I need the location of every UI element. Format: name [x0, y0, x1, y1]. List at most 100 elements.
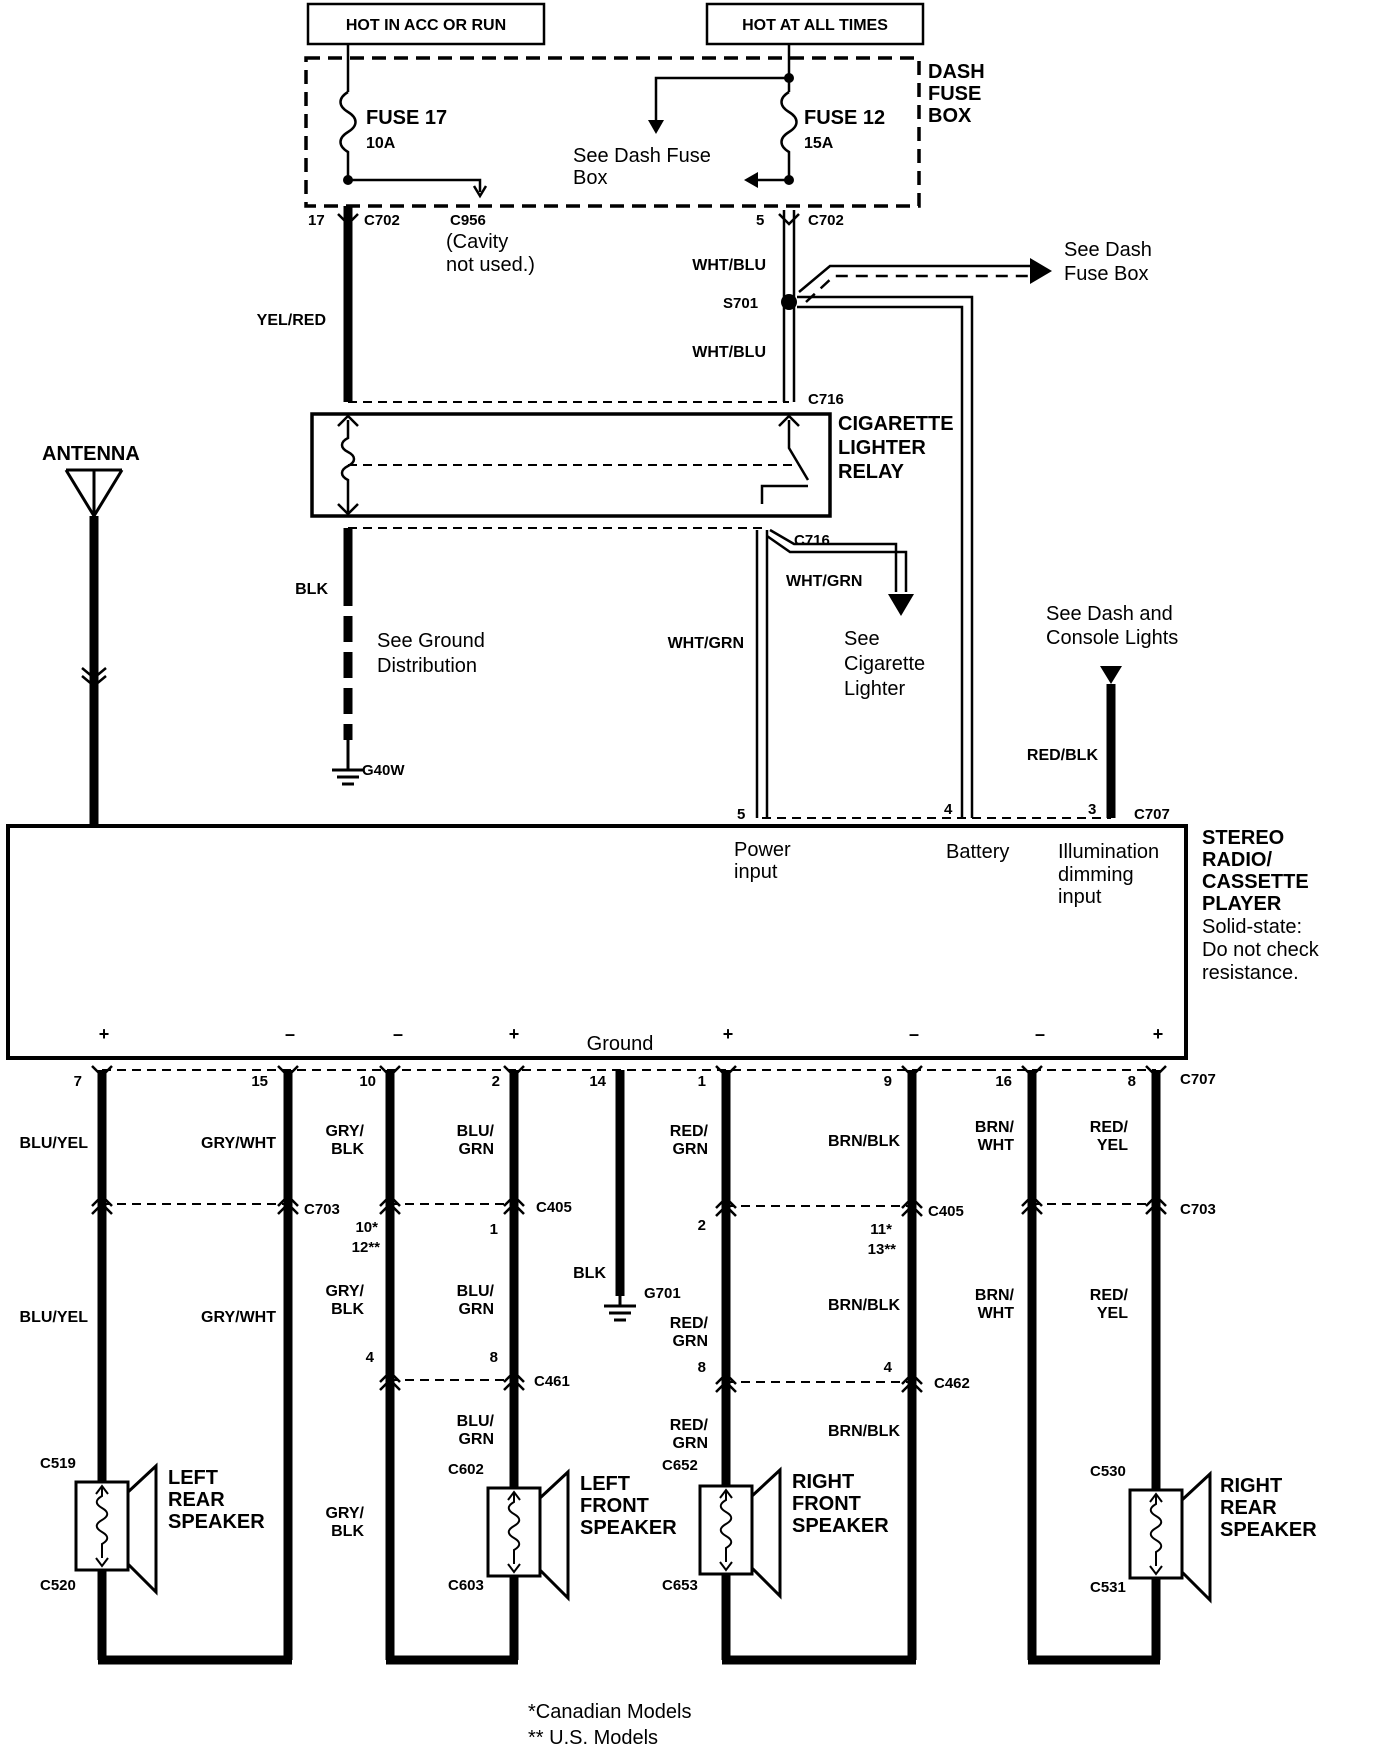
- battery-label: Battery: [946, 841, 1009, 863]
- pin-13: 13**: [868, 1241, 897, 1258]
- c703-right: C703: [1180, 1201, 1216, 1218]
- wire-blu-yel-2: BLU/YEL: [20, 1309, 89, 1326]
- wire-red-grn-2b: GRN: [672, 1333, 708, 1350]
- radio-bottom-pin: 16: [995, 1073, 1012, 1090]
- fuse17-symbol: [339, 90, 357, 182]
- radio-bottom-pin: 9: [884, 1073, 892, 1090]
- see-dash-console-2: Console Lights: [1046, 627, 1178, 649]
- wire-wht-grn-cig: [766, 528, 908, 592]
- ground-g40w-symbol: [332, 740, 364, 786]
- pin-8b: 8: [698, 1359, 706, 1376]
- illum-3: input: [1058, 886, 1102, 908]
- wire-blu-grn-2b: GRN: [458, 1301, 494, 1318]
- antenna-label: ANTENNA: [42, 443, 140, 465]
- polarity-mark: +: [1153, 1024, 1164, 1044]
- speaker-name: SPEAKER: [580, 1517, 677, 1539]
- dash-fuse-box-title-1: DASH: [928, 61, 985, 83]
- wire-blk-g701-label: BLK: [573, 1265, 606, 1282]
- speaker-name: REAR: [1220, 1497, 1277, 1519]
- radio-note-3: resistance.: [1202, 962, 1299, 984]
- see-dash-fuse-box-inner-2: Box: [573, 167, 607, 189]
- cavity-note-1: (Cavity: [446, 231, 508, 253]
- radio-bottom-pin: 15: [251, 1073, 268, 1090]
- polarity-mark: –: [285, 1024, 295, 1044]
- pin-2: 2: [698, 1217, 706, 1234]
- c956-label: C956: [450, 212, 486, 229]
- speaker-name: SPEAKER: [1220, 1519, 1317, 1541]
- wire-blu-grn-1b: GRN: [458, 1141, 494, 1158]
- speaker-name: FRONT: [792, 1493, 861, 1515]
- antenna-symbol: [64, 468, 124, 517]
- polarity-marks: +––++––+: [99, 1024, 1164, 1044]
- polarity-mark: +: [509, 1024, 520, 1044]
- g40w-label: G40W: [362, 762, 405, 779]
- wire-brn-blk-2: BRN/BLK: [828, 1297, 900, 1314]
- radio-pin-4: 4: [944, 801, 953, 818]
- speaker-top-connector: C530: [1090, 1463, 1126, 1480]
- radio-note-2: Do not check: [1202, 939, 1320, 961]
- radio-pin-5: 5: [737, 806, 745, 823]
- relay-title-3: RELAY: [838, 461, 905, 483]
- see-cig-3: Lighter: [844, 678, 905, 700]
- c702-right: C702: [808, 212, 844, 229]
- radio-bottom-pin: 14: [589, 1073, 606, 1090]
- radio-bottom-pin: 8: [1128, 1073, 1136, 1090]
- wire-gry-blk-2a: GRY/: [325, 1283, 364, 1300]
- wire-red-grn-1b: GRN: [672, 1141, 708, 1158]
- hot-acc-run-label: HOT IN ACC OR RUN: [346, 17, 506, 34]
- speaker-wires: [91, 1065, 1167, 1665]
- s701-label: S701: [723, 295, 758, 312]
- c716-bottom: C716: [794, 532, 830, 549]
- wire-gry-wht-2: GRY/WHT: [201, 1309, 276, 1326]
- wire-red-grn-1a: RED/: [670, 1123, 709, 1140]
- speaker: [1128, 1470, 1212, 1604]
- hot-all-times-label: HOT AT ALL TIMES: [742, 17, 888, 34]
- power-input-1: Power: [734, 839, 791, 861]
- wire-gry-blk-1b: BLK: [331, 1141, 364, 1158]
- radio-bottom-pin: 1: [698, 1073, 706, 1090]
- speaker-name: SPEAKER: [792, 1515, 889, 1537]
- stereo-radio-cassette-player: [6, 824, 1188, 1060]
- wire-gry-blk-1a: GRY/: [325, 1123, 364, 1140]
- g701-label: G701: [644, 1285, 681, 1302]
- c702-pin-5: 5: [756, 212, 764, 229]
- speaker-bottom-connector: C603: [448, 1577, 484, 1594]
- wire-brn-wht-2b: WHT: [978, 1305, 1015, 1322]
- wire-yel-red-label: YEL/RED: [257, 312, 326, 329]
- radio-title-4: PLAYER: [1202, 893, 1282, 915]
- fuse17-rating: 10A: [366, 135, 396, 152]
- pin-1: 1: [490, 1221, 498, 1238]
- radio-pin-3: 3: [1088, 801, 1096, 818]
- see-cig-1: See: [844, 628, 880, 650]
- wire-red-grn-2a: RED/: [670, 1315, 709, 1332]
- wire-red-yel-2b: YEL: [1097, 1305, 1128, 1322]
- radio-bottom-pin: 7: [74, 1073, 82, 1090]
- c702-pin-17: 17: [308, 212, 325, 229]
- wire-battery-feed: [797, 295, 974, 818]
- speaker-name: RIGHT: [1220, 1475, 1282, 1497]
- wire-red-grn-3a: RED/: [670, 1417, 709, 1434]
- wire-wht-grn-label-right: WHT/GRN: [786, 573, 862, 590]
- speaker: [74, 1462, 158, 1596]
- cavity-note-2: not used.): [446, 254, 535, 276]
- speaker-name: RIGHT: [792, 1471, 854, 1493]
- speaker-top-connector: C519: [40, 1455, 76, 1472]
- radio-title-3: CASSETTE: [1202, 871, 1309, 893]
- c716-top: C716: [808, 391, 844, 408]
- wire-gry-blk-3a: GRY/: [325, 1505, 364, 1522]
- wire-gry-wht-1: GRY/WHT: [201, 1135, 276, 1152]
- speakers: LEFTREARSPEAKERC519C520LEFTFRONTSPEAKERC…: [40, 1455, 1317, 1604]
- pin-4b: 4: [884, 1359, 893, 1376]
- speaker-name: LEFT: [168, 1467, 218, 1489]
- relay-title-1: CIGARETTE: [838, 413, 954, 435]
- speaker-bottom-connector: C531: [1090, 1579, 1126, 1596]
- wire-wht-grn-power: [755, 530, 769, 818]
- speaker: [698, 1466, 782, 1600]
- speaker-top-connector: C602: [448, 1461, 484, 1478]
- wire-brn-blk-3: BRN/BLK: [828, 1423, 900, 1440]
- wire-wht-grn-label-left: WHT/GRN: [668, 635, 744, 652]
- speaker-bottom-connector: C653: [662, 1577, 698, 1594]
- wire-brn-wht-1b: WHT: [978, 1137, 1015, 1154]
- wire-wht-blu-label-top: WHT/BLU: [692, 257, 766, 274]
